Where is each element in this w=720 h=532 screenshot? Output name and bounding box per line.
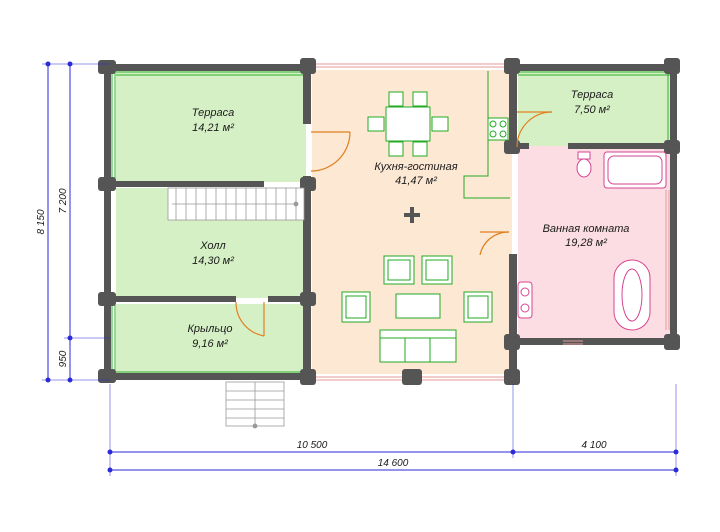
sofa [379, 329, 457, 363]
hall-area: 14,30 м² [192, 255, 234, 267]
staircase [167, 187, 305, 221]
sink [517, 281, 533, 319]
dim-left-inner: 7 200 [58, 188, 69, 213]
dim-bottom-total: 14 600 [378, 458, 409, 469]
kitchen-name: Кухня-гостиная [374, 161, 457, 173]
dim-bottom-left: 10 500 [297, 440, 328, 451]
doors [235, 111, 553, 337]
terrace-left-area: 14,21 м² [192, 122, 234, 134]
dim-left-outer: 8 150 [36, 209, 47, 234]
coffee-table [395, 293, 441, 319]
terrace-right-name: Терраса [571, 89, 613, 101]
stove-icon [487, 117, 509, 141]
room-labels: Терраса 14,21 м² Кухня-гостиная 41,47 м²… [187, 89, 629, 350]
terrace-right-fill [518, 70, 670, 146]
porch-name: Крыльцо [187, 323, 232, 335]
living-furniture [341, 255, 493, 363]
bathroom-name: Ванная комната [543, 223, 630, 235]
dining-set [367, 91, 449, 157]
kitchen-area: 41,47 м² [395, 175, 437, 187]
bathroom-fixtures [517, 151, 667, 331]
windows [563, 340, 583, 345]
walls [98, 58, 680, 385]
terrace-right-area: 7,50 м² [574, 104, 610, 116]
porch-area: 9,16 м² [192, 338, 228, 350]
porch-steps [225, 381, 285, 429]
toilet [576, 158, 592, 178]
hall-name: Холл [199, 240, 225, 252]
terrace-left-name: Терраса [192, 107, 234, 119]
porch-fill [116, 304, 306, 374]
bathroom-area: 19,28 м² [565, 237, 607, 249]
dining-table [385, 106, 431, 142]
dimension-lines [42, 61, 679, 476]
dim-left-bottom: 950 [58, 350, 69, 367]
dim-bottom-right: 4 100 [581, 440, 606, 451]
kitchen-counter [463, 71, 510, 199]
dimension-labels: 8 150 7 200 950 10 500 4 100 14 600 [36, 188, 607, 469]
terrace-left-fill [116, 70, 306, 182]
